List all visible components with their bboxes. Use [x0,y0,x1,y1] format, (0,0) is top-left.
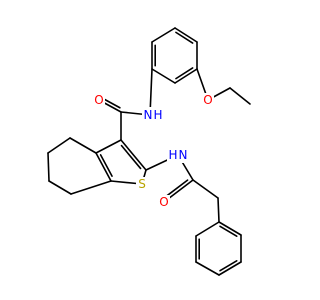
atom-thiophene-s: S [136,177,148,191]
bond-h2-h3 [47,152,50,182]
bond-eC1-eC2 [229,87,251,105]
atom-ether-o: O [202,93,214,107]
bond-r4-r5 [174,68,198,84]
bonds [47,27,251,276]
bond-r1-r2 [151,27,176,43]
acyl-h-label: H [168,148,177,162]
bond-b3-b4 [218,261,242,276]
bond-b6-b1 [195,221,220,237]
amide-o-label: O [94,93,103,107]
bond-C3-C2 [120,139,147,171]
bond-r4-r5-second [175,67,194,80]
molecule-canvas: N H O O S H N O [47,27,251,276]
bond-C7a-C3a [95,152,112,182]
atom-acyl-o: O [158,195,170,209]
thiophene-s-label: S [138,177,146,191]
bond-C3a-C3 [95,139,122,154]
bond-b1-b2 [218,221,242,236]
structure-diagram: N H O O S H N O [47,27,251,276]
bond-r5-r6 [151,68,176,84]
atom-amide-o: O [93,93,105,107]
bond-r2-r3-second [175,31,194,44]
bond-h4-C7a [70,180,112,195]
acyl-n-label: N [179,148,188,162]
bond-C7a-C3a-second [99,154,113,177]
bond-C3-C2-second [120,144,142,170]
acyl-o-label: O [159,195,168,209]
bond-Cac-Oac-second [164,179,189,198]
bond-b3-b4-second [219,260,238,272]
bond-b4-b5 [195,261,220,276]
atom-acyl-nh: H N [167,147,189,163]
bond-r2-r3 [174,27,198,43]
bond-Cac-CH2 [192,179,219,199]
bond-h1-h2 [47,137,71,154]
atom-labels: N H O O S H N O [93,93,214,209]
ether-o-label: O [203,93,212,107]
bond-b1-b2-second [219,225,238,237]
atom-amide-nh: N H [142,107,164,123]
bond-h3-h4 [48,180,72,195]
amide-h-label: H [153,108,162,122]
bond-CH2-b1 [217,197,220,223]
amide-n-label: N [144,108,153,122]
bond-C3a-h1 [69,137,97,154]
bond-Cc-Oc-second [102,97,121,109]
